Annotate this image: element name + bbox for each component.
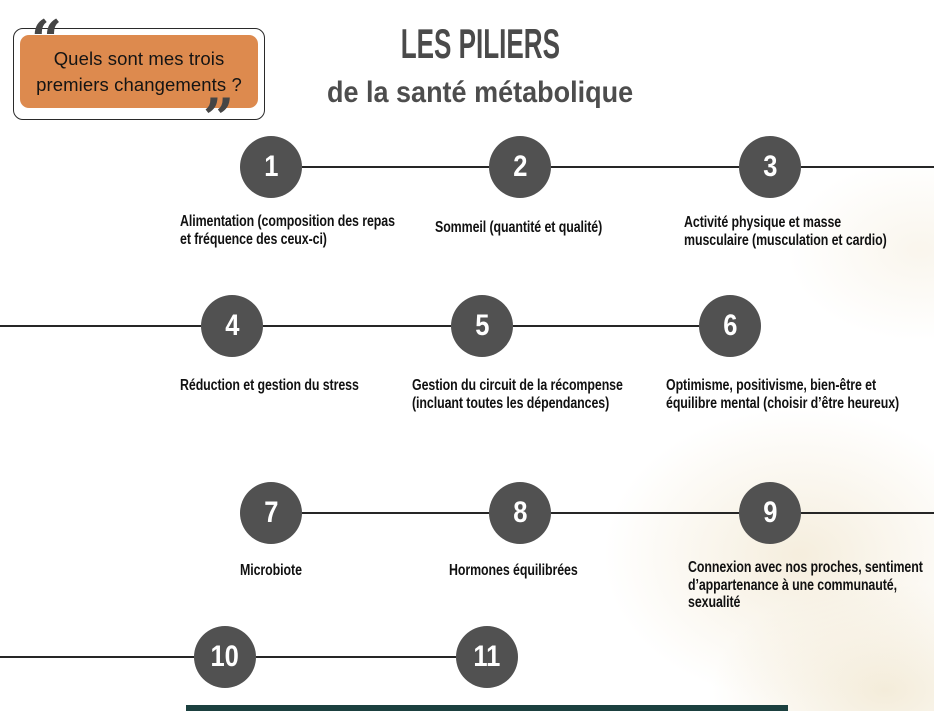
connector-line bbox=[551, 166, 739, 168]
pillar-circle-10: 10 bbox=[194, 626, 256, 688]
page-subtitle: de la santé métabolique bbox=[326, 76, 634, 109]
connector-line bbox=[256, 656, 456, 658]
pillar-circle-11: 11 bbox=[456, 626, 518, 688]
pillar-number: 2 bbox=[512, 150, 528, 183]
pillar-number: 3 bbox=[762, 150, 778, 183]
pillar-circle-6: 6 bbox=[699, 295, 761, 357]
connector-line bbox=[302, 512, 489, 514]
pillar-label-9: Connexion avec nos proches, sentiment d’… bbox=[688, 559, 923, 611]
pillar-label-2: Sommeil (quantité et qualité) bbox=[435, 219, 603, 236]
connector-line bbox=[263, 325, 451, 327]
pillar-circle-3: 3 bbox=[739, 136, 801, 198]
connector-line bbox=[0, 325, 201, 327]
connector-line bbox=[0, 656, 194, 658]
title-block: LES PILIERS de la santé métabolique bbox=[26, 20, 934, 110]
pillar-label-1: Alimentation (composition des repas et f… bbox=[180, 213, 395, 248]
pillar-number: 11 bbox=[473, 640, 501, 673]
pillar-label-3: Activité physique et masse musculaire (m… bbox=[684, 214, 887, 249]
pillar-label-4: Réduction et gestion du stress bbox=[180, 377, 359, 394]
pillar-label-8: Hormones équilibrées bbox=[449, 562, 578, 579]
pillar-label-6: Optimisme, positivisme, bien-être et équ… bbox=[666, 377, 900, 412]
pillar-label-5: Gestion du circuit de la récompense (inc… bbox=[412, 377, 623, 412]
pillar-number: 5 bbox=[474, 309, 490, 342]
pillar-number: 6 bbox=[722, 309, 738, 342]
pillar-circle-1: 1 bbox=[240, 136, 302, 198]
pillar-number: 10 bbox=[210, 640, 240, 673]
pillar-number: 4 bbox=[224, 309, 240, 342]
connector-line bbox=[302, 166, 489, 168]
connector-line bbox=[513, 325, 699, 327]
connector-line bbox=[801, 512, 934, 514]
pillar-circle-5: 5 bbox=[451, 295, 513, 357]
pillar-number: 9 bbox=[762, 496, 778, 529]
connector-line bbox=[801, 166, 934, 168]
pillar-number: 1 bbox=[263, 150, 279, 183]
pillar-number: 7 bbox=[263, 496, 279, 529]
connector-line bbox=[551, 512, 739, 514]
pillar-circle-7: 7 bbox=[240, 482, 302, 544]
pillar-circle-2: 2 bbox=[489, 136, 551, 198]
bottom-accent-bar bbox=[186, 705, 788, 711]
callout-frame bbox=[13, 28, 265, 120]
pillar-circle-8: 8 bbox=[489, 482, 551, 544]
pillar-circle-4: 4 bbox=[201, 295, 263, 357]
pillar-number: 8 bbox=[512, 496, 528, 529]
question-callout: Quels sont mes trois premiers changement… bbox=[20, 35, 258, 108]
pillar-label-7: Microbiote bbox=[240, 562, 302, 579]
pillar-circle-9: 9 bbox=[739, 482, 801, 544]
page-title: LES PILIERS bbox=[400, 20, 560, 67]
question-text: Quels sont mes trois premiers changement… bbox=[36, 47, 242, 95]
